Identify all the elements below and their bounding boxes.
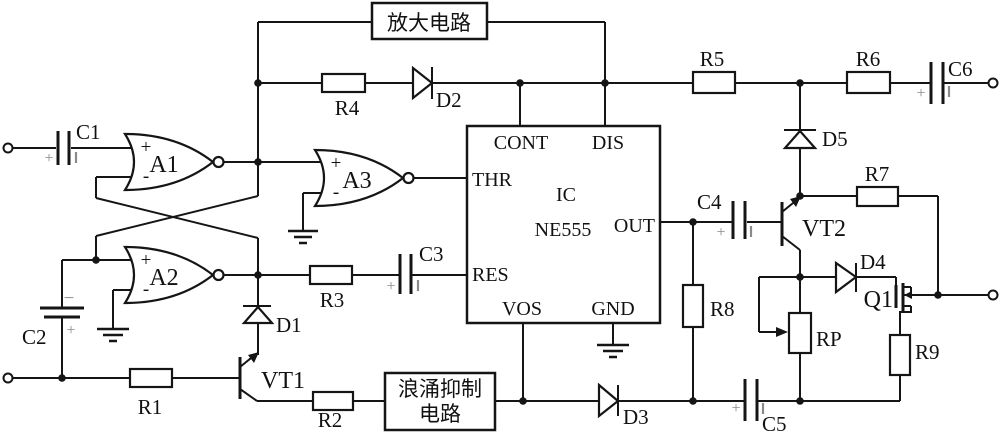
r3-label: R3 bbox=[320, 288, 345, 312]
d5-label: D5 bbox=[822, 127, 848, 151]
r1-label: R1 bbox=[138, 395, 163, 419]
ground-symbol-a3 bbox=[288, 229, 318, 245]
a2-minus-input: - bbox=[143, 279, 149, 300]
c3-plus-mark: + bbox=[386, 278, 395, 295]
c1-label: C1 bbox=[76, 120, 101, 144]
c2-label: C2 bbox=[22, 325, 47, 349]
pin-thr-label: THR bbox=[472, 169, 513, 191]
q1-label: Q1 bbox=[864, 287, 893, 313]
resistor-r9: R9 bbox=[888, 333, 940, 377]
pin-vos-label: VOS bbox=[502, 298, 542, 320]
resistor-r4: R4 bbox=[320, 72, 367, 120]
surge-suppression-block: 浪涌抑制 电路 bbox=[383, 371, 497, 432]
c4-label: C4 bbox=[697, 190, 722, 214]
d2-label: D2 bbox=[436, 88, 462, 112]
d3-label: D3 bbox=[623, 405, 649, 429]
r7-label: R7 bbox=[865, 162, 890, 186]
c6-label: C6 bbox=[948, 57, 973, 81]
pin-out-label: OUT bbox=[614, 215, 655, 237]
transistor-vt1: VT1 bbox=[238, 352, 305, 402]
a2-plus-input: + bbox=[141, 250, 152, 271]
c2-minus-mark: − bbox=[64, 288, 75, 309]
vt1-label: VT1 bbox=[261, 368, 305, 394]
c3-label: C3 bbox=[419, 242, 444, 266]
surge-block-label-line1: 浪涌抑制 bbox=[398, 377, 482, 401]
capacitor-c2: − + C2 bbox=[22, 288, 84, 349]
capacitor-c1: + C1 bbox=[44, 120, 100, 167]
ic-part-number: NE555 bbox=[535, 219, 592, 241]
resistor-r5: R5 bbox=[691, 47, 737, 95]
r4-label: R4 bbox=[335, 96, 360, 120]
d4-label: D4 bbox=[860, 250, 886, 274]
capacitor-c5: + C5 bbox=[731, 379, 787, 436]
junction-dots bbox=[58, 79, 942, 405]
a1-plus-input: + bbox=[141, 137, 152, 158]
diode-d4: D4 bbox=[834, 250, 886, 295]
c6-plus-mark: + bbox=[916, 85, 925, 102]
ic-designator: IC bbox=[556, 184, 576, 206]
a3-minus-input: - bbox=[333, 182, 339, 203]
capacitor-c3: + C3 bbox=[386, 242, 443, 295]
c5-plus-mark: + bbox=[731, 400, 740, 417]
pin-cont-label: CONT bbox=[494, 132, 548, 154]
input-terminal-bottom bbox=[2, 372, 14, 384]
surge-block-label-line2: 电路 bbox=[419, 402, 461, 426]
resistor-r7: R7 bbox=[855, 162, 900, 208]
c1-plus-mark: + bbox=[44, 150, 53, 167]
c2-plus-mark: + bbox=[66, 322, 75, 339]
output-terminal-top bbox=[987, 77, 999, 89]
capacitor-c6: + C6 bbox=[916, 57, 973, 104]
r6-label: R6 bbox=[856, 47, 881, 71]
diode-d1: D1 bbox=[241, 305, 302, 337]
comparator-a1: + - A1 bbox=[122, 132, 225, 192]
d1-label: D1 bbox=[276, 313, 302, 337]
r9-label: R9 bbox=[915, 340, 940, 364]
wires bbox=[12, 21, 989, 402]
a3-plus-input: + bbox=[331, 153, 342, 174]
comparator-a2: + - A2 bbox=[122, 245, 225, 305]
transistor-vt2: VT2 bbox=[780, 196, 846, 251]
capacitor-c4: + C4 bbox=[697, 190, 753, 241]
r2-label: R2 bbox=[318, 408, 343, 432]
diode-d2: D2 bbox=[411, 65, 462, 112]
ground-symbol-a2 bbox=[97, 327, 129, 343]
a1-label: A1 bbox=[149, 152, 178, 178]
vt2-label: VT2 bbox=[802, 216, 846, 242]
pin-dis-label: DIS bbox=[592, 132, 624, 154]
pin-gnd-label: GND bbox=[591, 298, 634, 320]
terminals bbox=[2, 77, 999, 384]
rp-label: RP bbox=[816, 327, 842, 351]
resistor-r8: R8 bbox=[681, 283, 735, 329]
c5-label: C5 bbox=[762, 412, 787, 436]
diode-d5: D5 bbox=[782, 127, 848, 151]
resistor-r2: R2 bbox=[311, 390, 355, 432]
comparator-a3: + - A3 bbox=[312, 148, 415, 208]
resistor-r1: R1 bbox=[128, 367, 174, 419]
output-terminal-bottom bbox=[987, 289, 999, 301]
diode-d3: D3 bbox=[597, 382, 649, 429]
resistor-r3: R3 bbox=[308, 264, 354, 312]
amplifier-block-label: 放大电路 bbox=[387, 11, 471, 35]
r5-label: R5 bbox=[700, 47, 725, 71]
a2-label: A2 bbox=[149, 265, 178, 291]
resistor-r6: R6 bbox=[845, 47, 892, 95]
ground-symbol-ic bbox=[597, 343, 629, 359]
input-terminal-top bbox=[2, 142, 14, 154]
ic-ne555: CONT DIS THR RES OUT VOS GND IC NE555 bbox=[465, 124, 662, 325]
r8-label: R8 bbox=[710, 297, 735, 321]
a3-label: A3 bbox=[342, 168, 371, 194]
pin-res-label: RES bbox=[472, 264, 509, 286]
a1-minus-input: - bbox=[143, 166, 149, 187]
c4-plus-mark: + bbox=[716, 224, 725, 241]
mosfet-q1: Q1 bbox=[864, 283, 912, 335]
amplifier-block: 放大电路 bbox=[370, 1, 489, 41]
potentiometer-rp: RP bbox=[776, 311, 842, 355]
